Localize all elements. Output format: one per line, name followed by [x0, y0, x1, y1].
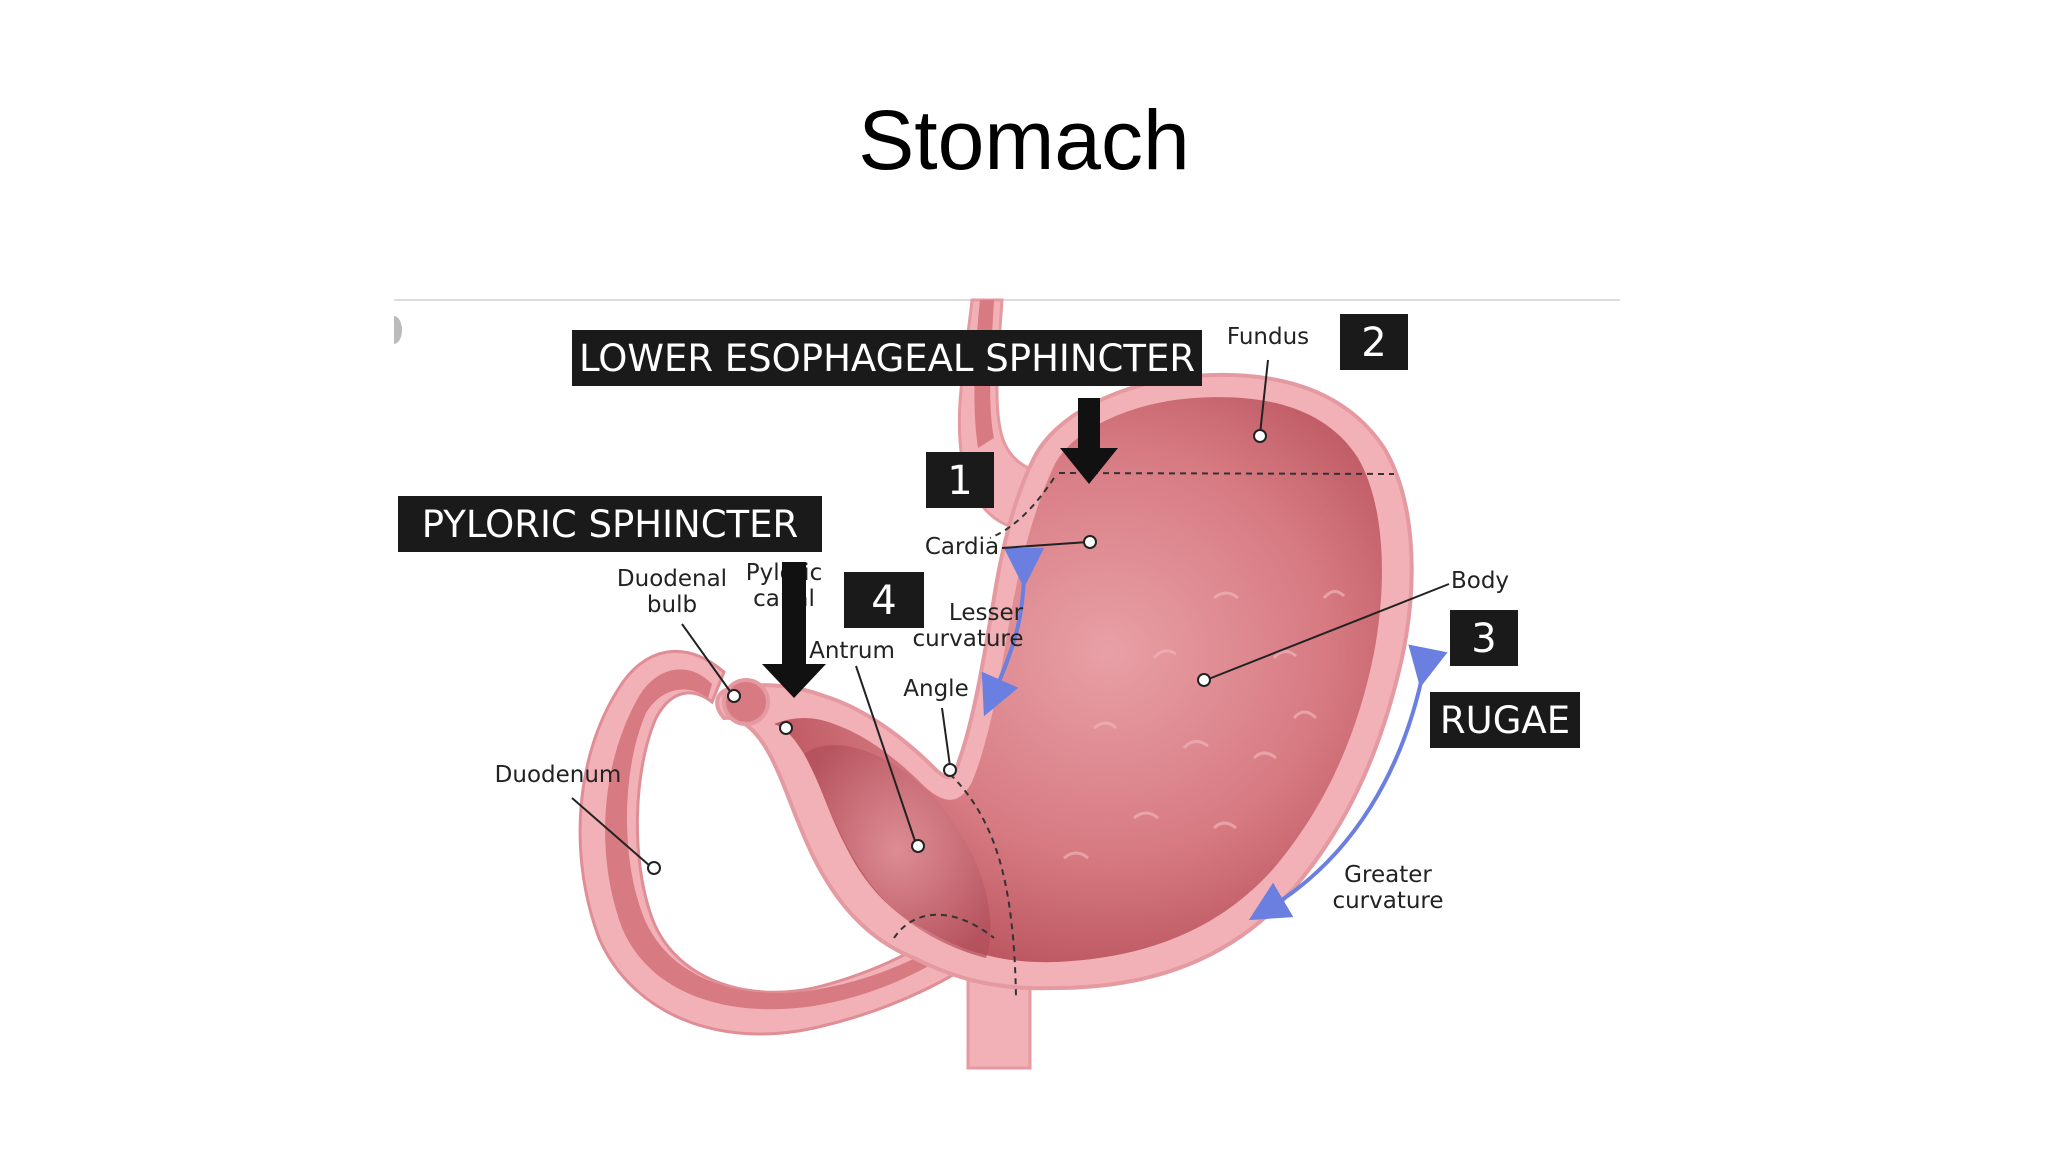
lesser-curvature-arrow	[981, 547, 1045, 717]
cardia-boundary-line	[989, 477, 1055, 539]
les-arrow	[1060, 398, 1118, 484]
angle-boundary-line	[949, 773, 1017, 999]
fundus-boundary-line	[1058, 472, 1395, 475]
les-callout-box	[572, 330, 1202, 386]
number-1: 1	[947, 458, 972, 504]
number-3-box	[1450, 610, 1518, 666]
cardia-leader	[1001, 541, 1089, 549]
cardia-label: Cardia	[925, 534, 999, 560]
antrum-boundary-line	[893, 913, 995, 939]
antrum-label: Antrum	[809, 638, 895, 664]
les-callout-text: LOWER ESOPHAGEAL SPHINCTER	[579, 337, 1195, 380]
lesser-curvature-label-2: curvature	[912, 626, 1023, 652]
slide-title: Stomach	[858, 93, 1190, 187]
body-point	[1197, 673, 1211, 687]
duodenal-bulb-leader	[681, 623, 733, 695]
pyloric-canal-point	[779, 721, 793, 735]
angle-label: Angle	[903, 676, 968, 702]
rugae-callout-text: RUGAE	[1440, 699, 1570, 742]
cardia-point	[1083, 535, 1097, 549]
number-4: 4	[871, 578, 896, 624]
duodenum-point	[647, 861, 661, 875]
duodenal-bulb-label-2: bulb	[647, 592, 697, 618]
duodenum-lumen	[605, 669, 979, 1010]
stomach-diagram: Fundus Cardia Body Duodenal bulb Pyloric…	[394, 298, 1620, 1078]
antrum-region	[804, 745, 991, 958]
greater-curvature-label-1: Greater	[1344, 862, 1432, 888]
number-3: 3	[1471, 616, 1496, 662]
number-2-box	[1340, 314, 1408, 370]
duodenal-bulb-point	[727, 689, 741, 703]
number-2: 2	[1361, 320, 1386, 366]
lesser-curvature-label-1: Lesser	[949, 600, 1024, 626]
antrum-point	[911, 839, 925, 853]
body-leader	[1205, 583, 1450, 681]
duodenal-bulb-label-1: Duodenal	[617, 566, 727, 592]
angle-leader	[941, 707, 951, 767]
fundus-leader	[1259, 359, 1269, 435]
greater-curvature-label-2: curvature	[1332, 888, 1443, 914]
rugae-callout-box	[1430, 692, 1580, 748]
pyloric-callout-box	[398, 496, 822, 552]
number-1-box	[926, 452, 994, 508]
angle-point	[943, 763, 957, 777]
duodenum-label: Duodenum	[495, 762, 622, 788]
duodenum-leader	[571, 797, 651, 867]
stomach-diagram-svg: Fundus Cardia Body Duodenal bulb Pyloric…	[394, 298, 1620, 1070]
fundus-point	[1253, 429, 1267, 443]
pyloric-callout-text: PYLORIC SPHINCTER	[422, 503, 798, 546]
greater-curvature-arrow	[1248, 644, 1448, 921]
body-label: Body	[1451, 568, 1509, 594]
pyloric-arrow	[762, 562, 826, 698]
number-4-box	[844, 572, 924, 628]
edge-fragment	[394, 316, 402, 344]
fundus-label: Fundus	[1227, 324, 1309, 350]
antrum-leader	[855, 665, 917, 845]
